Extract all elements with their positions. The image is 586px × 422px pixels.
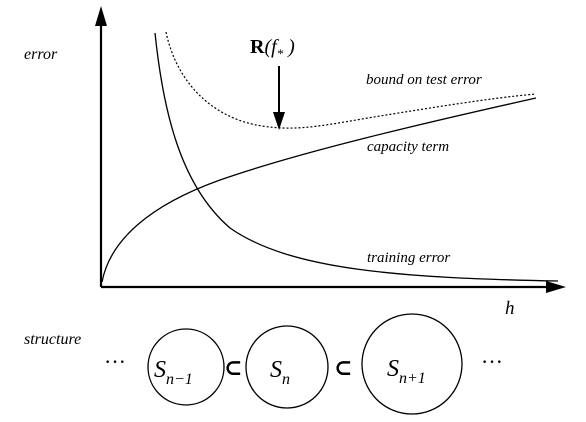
structure-label: structure	[24, 331, 81, 348]
set-prev-sub: n−1	[166, 371, 193, 388]
set-prev-base: S	[154, 357, 166, 383]
bound-curve-label: bound on test error	[366, 72, 482, 88]
capacity-curve-label: capacity term	[367, 139, 449, 155]
set-label-prev: Sn−1	[154, 357, 193, 388]
set-label-current: Sn	[270, 357, 290, 388]
set-circle-prev	[147, 328, 225, 406]
set-label-next: Sn+1	[387, 356, 426, 387]
arrow-label-close: )	[283, 36, 295, 58]
set-current-base: S	[270, 357, 282, 383]
right-ellipsis: ···	[481, 349, 503, 374]
training-curve-label: training error	[367, 250, 450, 266]
arrow-label: R(f* )	[250, 36, 295, 61]
arrow-label-bold: R	[250, 36, 265, 58]
set-circle-next	[361, 313, 463, 415]
set-next-base: S	[387, 356, 399, 382]
left-ellipsis: ···	[104, 349, 126, 374]
set-next-sub: n+1	[399, 370, 426, 387]
arrow-label-sub: *	[277, 46, 284, 61]
subset-symbol-1: ⊂	[224, 355, 242, 380]
minimum-arrowhead	[273, 112, 285, 130]
capacity-term-curve	[101, 97, 537, 283]
x-axis-label: h	[505, 298, 515, 319]
training-error-curve	[154, 32, 559, 282]
set-current-sub: n	[282, 371, 290, 388]
y-axis-label: error	[24, 46, 58, 63]
subset-symbol-2: ⊂	[334, 355, 352, 380]
x-axis-arrowhead	[546, 281, 566, 293]
arrow-label-rest: (f	[264, 36, 279, 58]
y-axis-arrowhead	[95, 6, 107, 26]
set-circle-current	[245, 325, 329, 409]
